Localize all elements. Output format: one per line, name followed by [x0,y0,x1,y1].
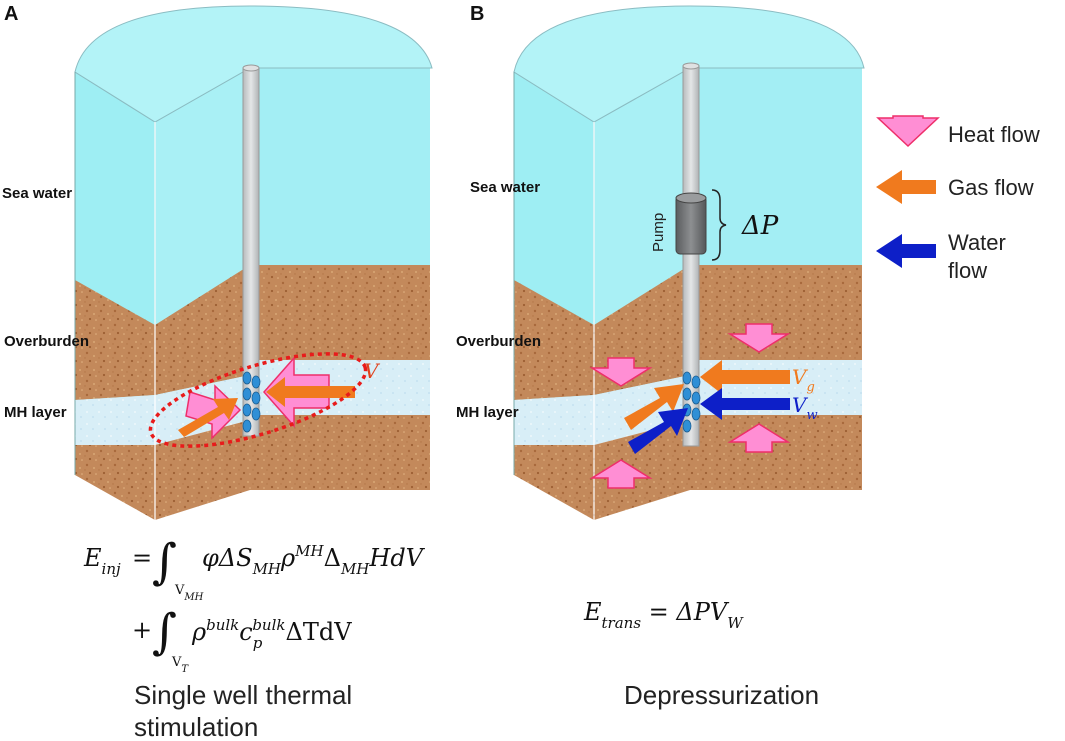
label-mh-layer: MH layer [4,404,67,421]
legend-gas-flow: Gas flow [948,175,1034,200]
water-velocity-label: Vw [792,393,818,423]
legend-heat-flow: Heat flow [948,122,1040,147]
gas-flow-arrow [266,377,355,407]
velocity-label: V [364,359,381,383]
blue-left-arrow-icon [876,234,936,268]
sea-water-back-face [690,68,862,265]
overburden-left-face [75,280,155,400]
legend-water-flow-line1: Water [948,230,1006,255]
svg-text:=: = [132,544,152,572]
injection-energy-equation: Einj = ∫ VMH φΔSMHρMHΔMHHdV + ∫ VT ρbulk… [83,534,426,675]
label-sea-water: Sea water [470,179,540,196]
overburden-front-face [155,265,250,395]
legend: Heat flow Gas flow Water flow [876,105,1040,283]
label-overburden: Overburden [4,333,89,350]
heat-flow-arrow [727,423,791,453]
caption-panel-a-line1: Single well thermal [134,680,352,710]
pump [675,195,707,255]
overburden-right-block [250,265,430,360]
underburden-right-block [690,415,862,490]
gas-flow-arrow [700,360,790,394]
underburden-front-face [594,420,690,520]
underburden-left-face [514,445,594,520]
integral-sign: ∫ [152,604,177,660]
underburden-right-block [250,415,430,490]
panel-letter: B [470,3,484,25]
heat-flow-arrow [727,323,791,353]
heat-flow-arrow [589,357,653,387]
sea-water-back-face [250,68,430,265]
heat-flow-arrow [589,459,653,489]
svg-text:+: + [132,616,152,644]
svg-text:ρbulkcpbulkΔTdV: ρbulkcpbulkΔTdV [191,616,352,652]
orange-left-arrow-icon [876,170,936,204]
pink-down-arrow-icon [890,105,936,117]
pressure-label: ΔP [741,211,779,241]
label-overburden: Overburden [456,333,541,350]
overburden-right-block [690,265,862,360]
svg-text:Einj: Einj [83,544,121,578]
panel-b: B Pump ΔP [456,3,865,520]
well-perforations [242,371,261,433]
legend-water-flow-line2: flow [948,258,987,283]
svg-text:φΔSMHρMHΔMHHdV: φΔSMHρMHΔMHHdV [202,542,426,578]
label-sea-water: Sea water [2,185,72,202]
underburden-left-face [75,445,155,520]
mh-layer-left-face [75,395,155,445]
water-flow-arrow [628,408,688,454]
caption-panel-a-line2: stimulation [134,712,258,741]
underburden-front-face [155,420,250,520]
integral-sign: ∫ [152,534,177,590]
gas-velocity-label: Vg [792,365,815,395]
svg-text:Etrans = ΔPVW: Etrans = ΔPVW [583,598,744,632]
pressure-bracket [711,189,727,261]
panel-letter: A [4,3,18,25]
svg-text:VMH: VMH [174,583,204,603]
water-flow-arrow [700,388,790,420]
label-mh-layer: MH layer [456,404,519,421]
sea-surface-top [74,5,433,123]
mh-layer-left-face [514,395,594,445]
transport-energy-equation: Etrans = ΔPVW [583,598,744,632]
overburden-left-face [514,280,594,400]
gas-flow-arrow [178,398,238,437]
gas-flow-arrow [624,384,684,430]
svg-text:VT: VT [171,655,189,675]
thermal-zone-outline [148,352,368,448]
pump-label: Pump [650,213,667,252]
caption-panel-b: Depressurization [624,680,819,710]
panel-a: A [2,3,433,520]
pink-down-arrow-icon [876,115,940,148]
